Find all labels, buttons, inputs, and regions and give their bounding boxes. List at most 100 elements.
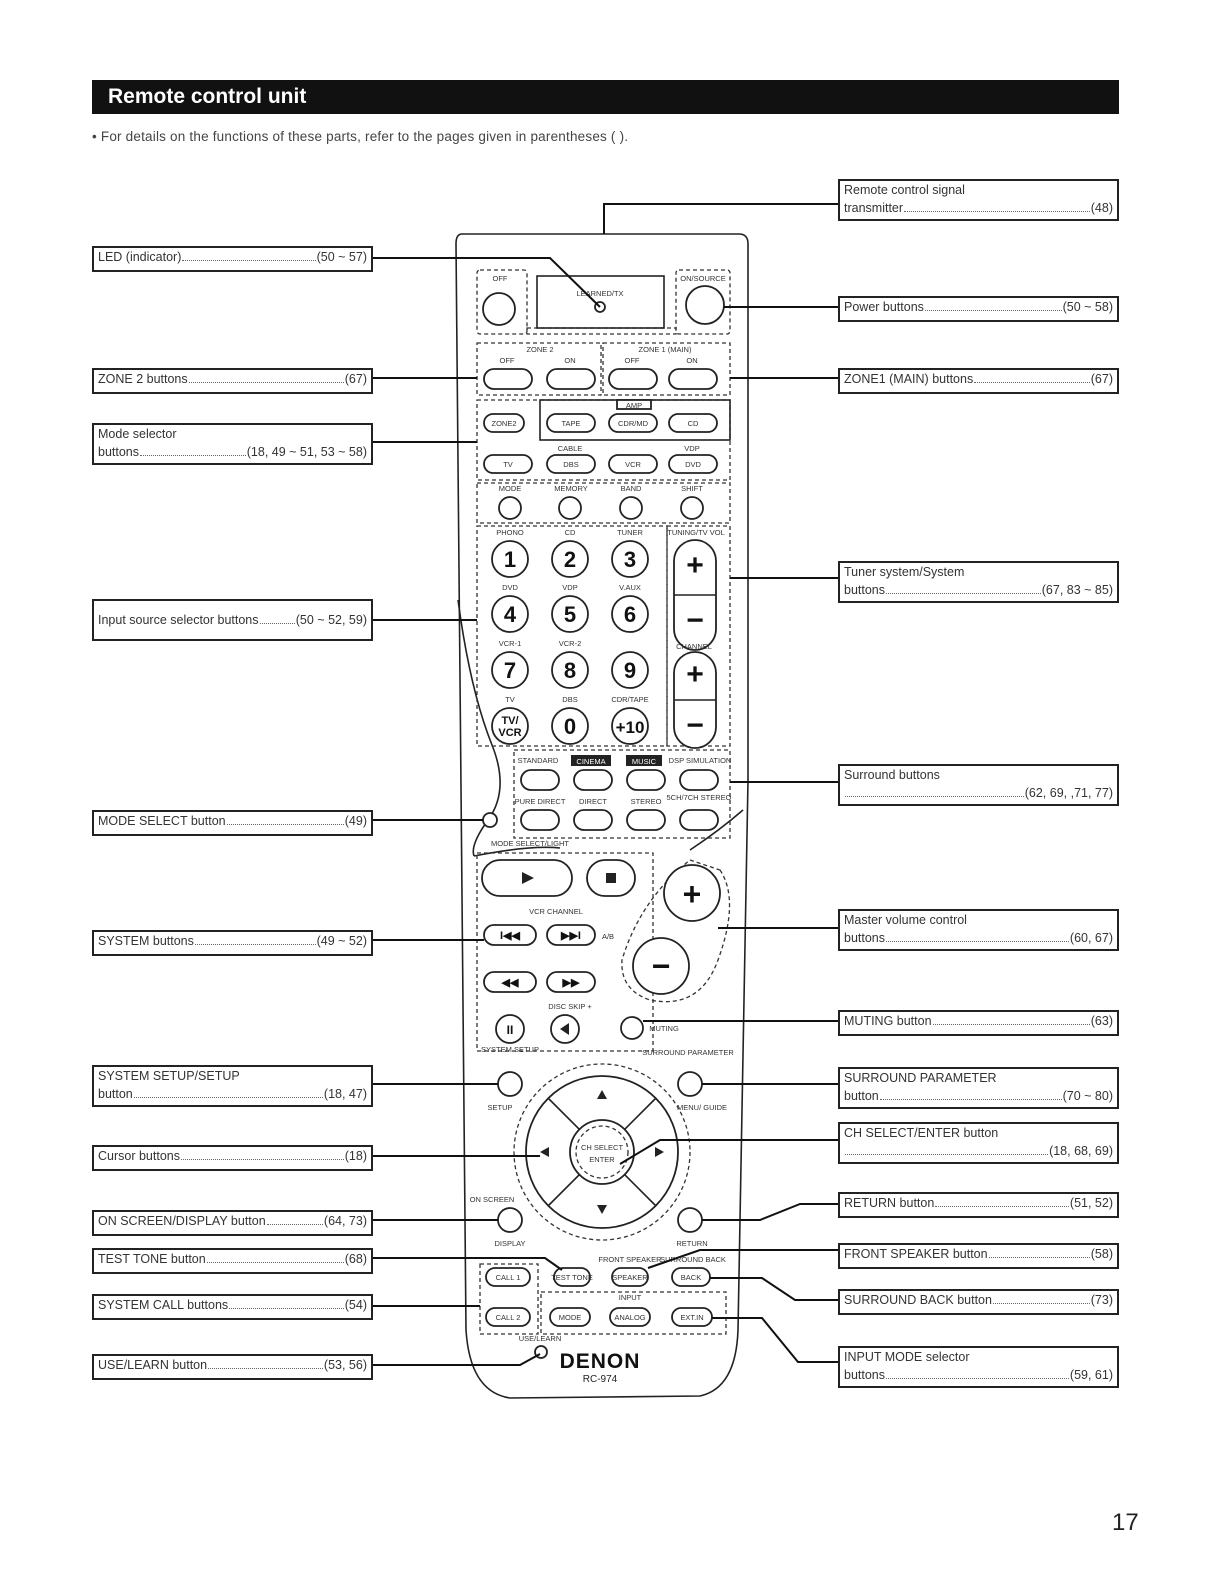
callout-cursor-buttons: Cursor buttons(18) (92, 1145, 373, 1171)
remote-button-label: TV (505, 695, 515, 704)
music-button (626, 769, 666, 791)
remote-button-label: BACK (681, 1273, 701, 1282)
remote-button-label: VCR-1 (499, 639, 522, 648)
remote-button-label: ON (564, 356, 575, 365)
remote-button-label: MODE (559, 1313, 582, 1322)
remote-button-label: VCR (625, 460, 641, 469)
remote-button-label: INPUT (619, 1293, 642, 1302)
remote-button-label: OFF (493, 274, 508, 283)
ch-select-enter-button (569, 1119, 635, 1185)
remote-button-label: ▶▶ (562, 977, 580, 989)
callout-zone1-buttons: ZONE1 (MAIN) buttons(67) (838, 368, 1119, 394)
remote-button-label: EXT.IN (680, 1313, 703, 1322)
remote-button-label: DIRECT (579, 797, 607, 806)
remote-button-label: A/B (602, 932, 614, 941)
pause-button (495, 1014, 525, 1044)
remote-button-label: 9 (624, 658, 636, 683)
cursor-up-button (597, 1090, 607, 1099)
remote-button-label: MENU/ GUIDE (677, 1103, 727, 1112)
remote-button-label: CDR/MD (618, 419, 649, 428)
remote-button-label: SPEAKER (612, 1273, 648, 1282)
skip-back-button (483, 924, 537, 946)
remote-grip-curve (457, 599, 501, 857)
remote-button-label: CD (565, 528, 576, 537)
remote-button-label: VCR (498, 727, 521, 739)
remote-button-label: + (686, 658, 704, 691)
callout-front-speaker: FRONT SPEAKER button(58) (838, 1243, 1119, 1269)
remote-button-label: ▶▶I (560, 930, 581, 942)
leader-lines (373, 203, 838, 1366)
remote-button-label: + (683, 876, 702, 912)
remote-button-label: TUNING/TV VOL (667, 528, 725, 537)
remote-button-label: ◀◀ (501, 977, 519, 989)
page-number: 17 (1112, 1509, 1139, 1536)
zone2-on-button (546, 368, 596, 390)
remote-button-label: VCR CHANNEL (529, 907, 583, 916)
remote-button-label: − (686, 709, 704, 742)
remote-button-label: TAPE (561, 419, 580, 428)
skip-forward-button (546, 924, 596, 946)
cursor-down-button (597, 1205, 607, 1214)
remote-button-label: CALL 2 (496, 1313, 521, 1322)
direct-button (573, 809, 613, 831)
tape-button (546, 413, 596, 433)
mode-button (498, 496, 522, 520)
vcr-button (608, 454, 658, 474)
volume-down-button (632, 937, 690, 995)
remote-button-label: ENTER (589, 1155, 615, 1164)
dsp-simulation-button (679, 769, 719, 791)
callout-led-indicator: LED (indicator)(50 ~ 57) (92, 246, 373, 272)
power-on-source-button (685, 285, 725, 325)
remote-button-label: ON/SOURCE (680, 274, 725, 283)
band-button (619, 496, 643, 520)
callout-use-learn: USE/LEARN button(53, 56) (92, 1354, 373, 1380)
callout-on-screen-display: ON SCREEN/DISPLAY button(64, 73) (92, 1210, 373, 1236)
remote-button-label: − (652, 948, 671, 984)
page-title: Remote control unit (108, 85, 307, 108)
remote-button-label: DISC SKIP + (548, 1002, 592, 1011)
remote-button-label: VCR-2 (559, 639, 582, 648)
remote-button-label: II (507, 1023, 514, 1037)
numeric-keypad: 1 2 3 DVD VDP V.AUX 4 5 6 VCR-1 VCR-2 7 … (491, 540, 649, 745)
cdr-md-button (608, 413, 658, 433)
tv-button (483, 454, 533, 474)
remote-button-label: V.AUX (619, 583, 641, 592)
remote-button-label: CD (688, 419, 699, 428)
remote-button-label: AMP (626, 401, 642, 410)
remote-button-label: CHANNEL (676, 642, 712, 651)
remote-button-label: OFF (500, 356, 515, 365)
remote-button-label: CH SELECT (581, 1143, 624, 1152)
return-button (677, 1207, 703, 1233)
remote-button-label: TV/ (501, 715, 518, 727)
callout-input-source: Input source selector buttons(50 ~ 52, 5… (92, 599, 373, 641)
remote-body-outline (455, 233, 749, 1399)
shift-button (680, 496, 704, 520)
front-speaker-button (611, 1267, 649, 1287)
remote-button-label: ON SCREEN (470, 1195, 515, 1204)
remote-button-label: − (686, 604, 704, 637)
callout-system-setup: SYSTEM SETUP/SETUP button(18, 47) (92, 1065, 373, 1107)
remote-button-label: FRONT SPEAKER (598, 1255, 662, 1264)
callout-master-volume: Master volume control buttons(60, 67) (838, 909, 1119, 951)
cinema-button (573, 769, 613, 791)
remote-button-label: TEST TONE (551, 1273, 593, 1282)
cursor-right-button (655, 1147, 664, 1157)
remote-button-label: VDP (562, 583, 577, 592)
fast-forward-button (546, 971, 596, 993)
remote-button-label: ON (686, 356, 697, 365)
remote-button-label: +10 (616, 718, 645, 737)
remote-button-label: OFF (625, 356, 640, 365)
callout-surround-buttons: Surround buttons (62, 69, ,71, 77) (838, 764, 1119, 806)
call1-button (485, 1267, 531, 1287)
remote-button-label: 5 (564, 602, 576, 627)
callout-muting: MUTING button(63) (838, 1010, 1119, 1036)
callout-return: RETURN button(51, 52) (838, 1192, 1119, 1218)
remote-button-label: TUNER (617, 528, 643, 537)
callout-ch-select-enter: CH SELECT/ENTER button (18, 68, 69) (838, 1122, 1119, 1164)
stereo-button (626, 809, 666, 831)
callout-system-buttons: SYSTEM buttons(49 ~ 52) (92, 930, 373, 956)
surround-parameter-button (677, 1071, 703, 1097)
callout-tuner-system: Tuner system/System buttons(67, 83 ~ 85) (838, 561, 1119, 603)
on-screen-display-button (497, 1207, 523, 1233)
